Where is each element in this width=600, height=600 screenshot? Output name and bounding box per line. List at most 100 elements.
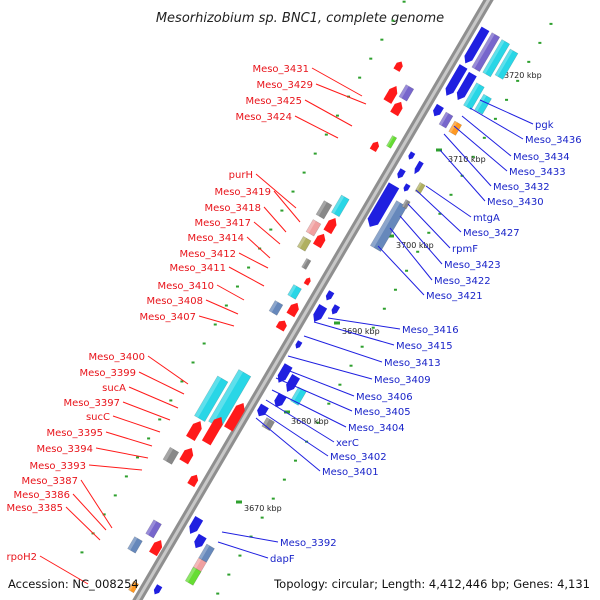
leader-line (311, 67, 363, 97)
map-title: Mesorhizobium sp. BNC1, complete genome (156, 11, 444, 26)
gene-label: Meso_3419 (214, 187, 271, 198)
tick-mark (402, 0, 406, 3)
tick-mark (249, 535, 253, 538)
gene-box (305, 219, 322, 237)
leader-line (138, 371, 185, 395)
gene-box (414, 182, 426, 195)
leader-line (303, 335, 383, 363)
leader-line (221, 531, 279, 543)
gene-label: Meso_3411 (169, 263, 226, 274)
tick-mark (213, 323, 217, 326)
leader-line (407, 203, 451, 249)
leader-lines (39, 67, 534, 585)
tick-mark (247, 266, 251, 269)
leader-line (275, 377, 353, 412)
gene-box (184, 566, 202, 586)
reverse-gene-arrow (189, 516, 204, 534)
gene-label: Meso_3431 (252, 64, 309, 75)
leader-line (287, 355, 373, 380)
gene-label: Meso_3414 (187, 233, 244, 244)
gene-box (463, 82, 485, 111)
gene-label: Meso_3385 (6, 503, 63, 514)
accession-text: Accession: NC_008254 (8, 577, 139, 591)
reverse-gene-arrow (325, 290, 335, 301)
gene-box (474, 93, 492, 115)
gene-label: Meso_3395 (46, 428, 103, 439)
gene-label: Meso_3402 (330, 452, 387, 463)
tick-mark (271, 497, 275, 500)
tick-mark (169, 399, 173, 402)
tick-mark (113, 494, 117, 497)
tick-mark (371, 326, 375, 329)
leader-line (315, 83, 367, 105)
tick-mark (291, 190, 295, 193)
tick-mark (358, 76, 362, 79)
tick-mark (191, 361, 195, 364)
tick-mark (280, 209, 284, 212)
tick-track-inner (216, 22, 553, 595)
leader-line (271, 389, 347, 428)
tick-mark (216, 592, 220, 595)
reverse-gene-arrow (295, 340, 303, 349)
gene-label: Meso_3436 (525, 135, 582, 146)
gene-label: Meso_3394 (36, 444, 93, 455)
forward-gene-arrow (201, 416, 223, 446)
tick-mark (449, 193, 453, 196)
tick-mark (516, 79, 520, 82)
tick-mark (180, 380, 184, 383)
gene-label: Meso_3412 (179, 249, 236, 260)
leader-line (122, 401, 171, 421)
gene-label: Meso_3421 (426, 291, 483, 302)
reverse-gene-arrow (397, 168, 406, 179)
gene-box (261, 417, 275, 432)
gene-label: sucC (86, 412, 110, 423)
leader-line (253, 221, 281, 245)
leader-line (263, 206, 287, 233)
gene-label: Meso_3407 (139, 312, 196, 323)
leader-line (469, 107, 524, 140)
leader-line (228, 266, 265, 287)
tick-mark (438, 212, 442, 215)
kbp-label: 3690 kbp (342, 327, 380, 336)
leader-line (112, 415, 161, 433)
gene-label: Meso_3386 (13, 490, 70, 501)
tick-mark (260, 516, 264, 519)
leader-line (238, 252, 269, 269)
tick-mark (505, 98, 509, 101)
tick-mark (382, 307, 386, 310)
gene-box (287, 284, 302, 300)
tick-mark (224, 304, 228, 307)
tick-mark (427, 231, 431, 234)
tick-mark (360, 345, 364, 348)
reverse-gene-arrow (194, 533, 207, 549)
gene-box (296, 236, 312, 252)
tick-mark (327, 402, 331, 405)
gene-label: xerC (336, 438, 359, 449)
leader-line (39, 555, 89, 585)
gene-label: Meso_3397 (63, 398, 120, 409)
leader-line (273, 190, 301, 223)
tick-mark (235, 285, 239, 288)
gene-label: Meso_3404 (348, 423, 405, 434)
leader-line (327, 317, 401, 330)
forward-gene-arrow (383, 86, 398, 104)
gene-box (127, 536, 143, 554)
tick-mark (405, 269, 409, 272)
tick-mark (338, 383, 342, 386)
tick-mark (147, 437, 151, 440)
tick-mark (380, 38, 384, 41)
leader-line (128, 386, 179, 409)
gene-label: Meso_3387 (21, 476, 78, 487)
forward-gene-arrow (286, 302, 299, 318)
leader-line (147, 355, 189, 385)
tick-mark (135, 456, 139, 459)
leader-line (389, 227, 433, 281)
gene-box (482, 39, 511, 78)
tick-mark (335, 114, 339, 117)
gene-box (194, 375, 229, 423)
leader-line (255, 173, 297, 209)
gene-label: Meso_3401 (322, 467, 379, 478)
genome-backbone (132, 0, 494, 600)
reverse-gene-arrow (414, 160, 424, 175)
